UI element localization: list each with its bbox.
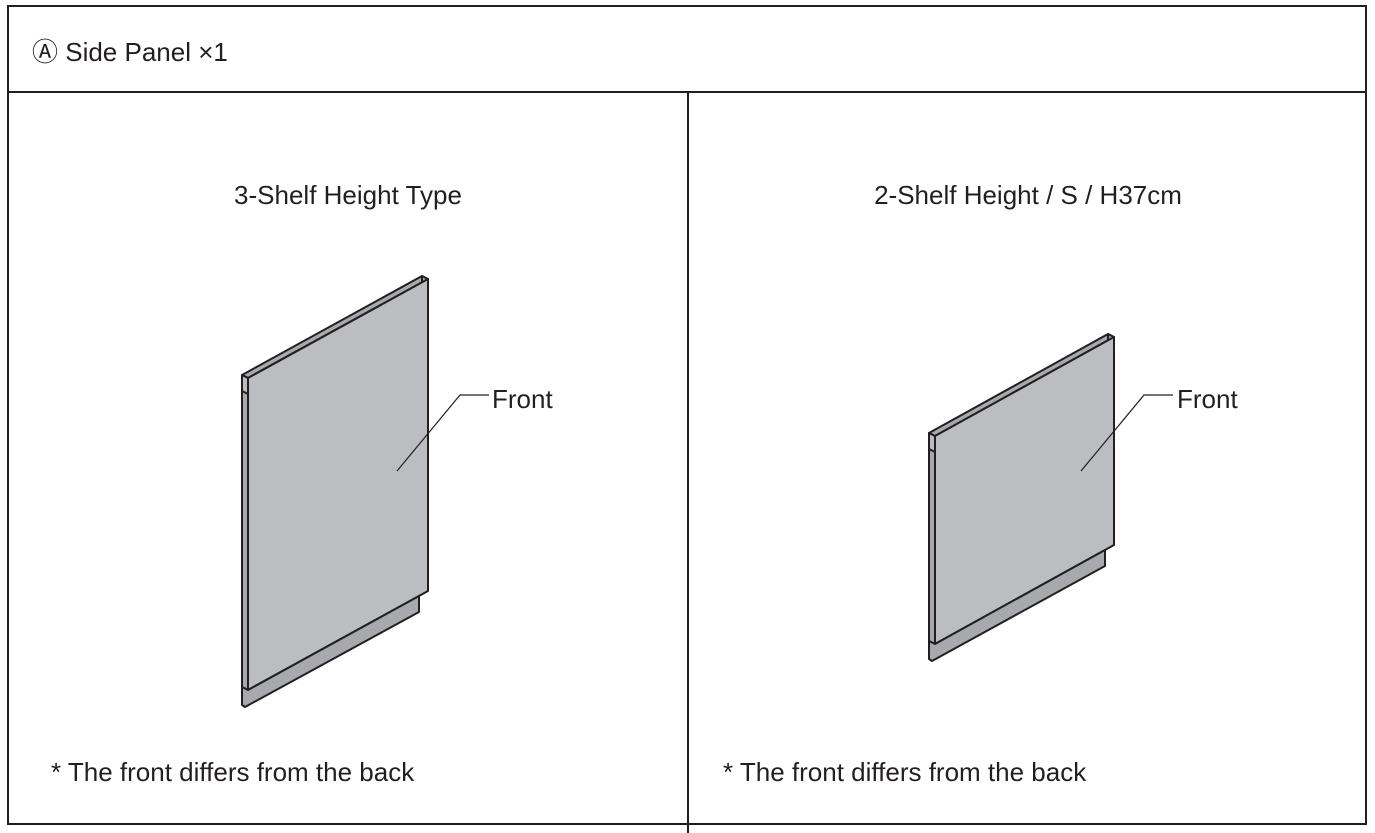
diagram-frame: Ⓐ Side Panel ×1 3-Shelf Height Type Fron…	[7, 5, 1367, 833]
front-label-3-shelf: Front	[492, 384, 553, 414]
note-2-shelf: * The front differs from the back	[723, 757, 1087, 787]
panel-title-3-shelf: 3-Shelf Height Type	[234, 180, 462, 210]
side-panel-2-shelf-illustration	[928, 333, 1173, 662]
side-panel-3-shelf-illustration	[241, 275, 489, 708]
panel-left-edge	[241, 374, 249, 691]
panel-top-tab	[241, 374, 249, 395]
front-label-2-shelf: Front	[1177, 384, 1238, 414]
panel-left-edge	[928, 432, 936, 645]
panel-bottom-foot	[241, 595, 420, 708]
part-title: Ⓐ Side Panel ×1	[32, 37, 228, 67]
note-3-shelf: * The front differs from the back	[51, 757, 415, 787]
front-leader-line	[396, 394, 489, 472]
panel-top-tab	[928, 432, 936, 453]
panel-face	[247, 278, 429, 691]
column-divider	[687, 93, 689, 833]
header: Ⓐ Side Panel ×1	[9, 7, 1365, 93]
panel-3-shelf: 3-Shelf Height Type Front * The front di…	[9, 93, 687, 833]
panel-title-2-shelf: 2-Shelf Height / S / H37cm	[874, 180, 1182, 210]
panel-2-shelf: 2-Shelf Height / S / H37cm Front * The f…	[689, 93, 1367, 833]
panel-bottom-foot	[928, 549, 1106, 662]
front-leader-line	[1080, 394, 1173, 472]
